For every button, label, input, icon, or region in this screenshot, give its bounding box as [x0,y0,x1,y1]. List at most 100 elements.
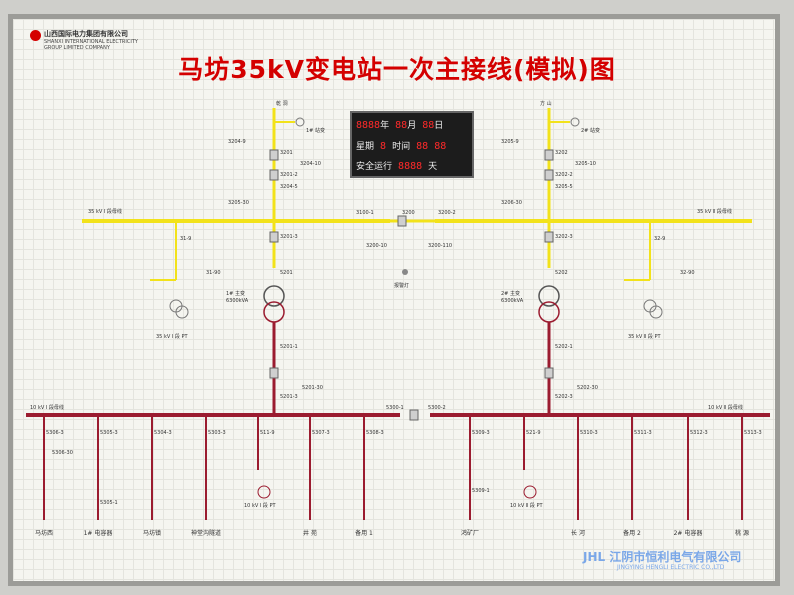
device-label: 5202-3 [555,394,573,400]
main-tx-left-name: 1# 主变 [226,291,245,297]
device-label: 5201 [280,270,293,276]
device-label: 5300-1 [386,405,404,411]
device-label: 3204-10 [300,161,321,167]
led-hour-digits: 88 [416,141,429,152]
led-year-label: 年 [380,121,390,131]
device-label: 3205-5 [555,184,573,190]
led-safe-label: 安全运行 [356,162,393,172]
bus-tie-breaker-35kv[interactable] [397,215,407,227]
breaker-3201-3[interactable] [269,231,279,243]
breaker-3201-2[interactable] [269,169,279,181]
diagram-title: 马坊35kV变电站一次主接线(模拟)图 [178,55,616,84]
led-minute-digits: 88 [434,141,447,152]
station-tx-icon-right [570,117,580,127]
pt-left35-label: 35 kV Ⅰ 段 PT [156,334,188,340]
company-name-en-1: SHANXI INTERNATIONAL ELECTRICITY [44,39,138,45]
feeder-name: 井 苑 [303,530,317,537]
led-day-digits: 88 [422,120,435,131]
feeder-name: 2# 电容器 [673,530,703,537]
feeder-name: 长 河 [571,530,585,537]
device-label: 5313-3 [744,430,762,436]
main-tx-right-name: 2# 主变 [501,291,520,297]
device-label: 5309-3 [472,430,490,436]
device-label: 5303-3 [208,430,226,436]
company-name-en-2: GROUP LIMITED COMPANY [44,45,110,51]
pt-right10-label: 10 kV Ⅱ 段 PT [510,503,543,509]
breaker-3202-2[interactable] [544,169,554,181]
breaker-3202[interactable] [544,149,554,161]
bus-10kv-2-label: 10 kV Ⅱ 段母线 [708,405,743,411]
device-label: 5310-3 [580,430,598,436]
device-label: 5202-1 [555,344,573,350]
device-label: 31-90 [206,270,221,276]
company-name-cn: 山西国际电力集团有限公司 [44,30,128,38]
breaker-5202[interactable] [544,367,554,379]
feeders-10kv-1 [43,415,365,520]
device-label: 3204-9 [228,139,246,145]
main-tx-left-cap: 6300kVA [226,298,249,304]
led-days-digits: 8888 [398,161,423,172]
device-label: 3205-10 [575,161,596,167]
feeder-name: 备用 1 [355,530,373,537]
device-label: 3202-2 [555,172,573,178]
brand-cn-text: 江阴市恒利电气有限公司 [609,550,742,564]
led-day-label: 日 [434,121,444,131]
breaker-3202-3[interactable] [544,231,554,243]
led-year-digits: 8888 [356,120,381,131]
led-month-label: 月 [407,121,417,131]
led-week-label: 星期 [356,142,375,152]
device-label: 5312-3 [690,430,708,436]
breaker-3201[interactable] [269,149,279,161]
feeder-name: 马坊西 [34,530,54,537]
led-row-safe: 安全运行 8888 天 [356,159,437,172]
led-row-date: 8888年 88月 88日 [356,118,443,131]
station-tx-right-label: 2# 站变 [581,128,600,134]
pt-icon-right10 [523,485,537,499]
pt-left10-label: 10 kV Ⅰ 段 PT [244,503,276,509]
device-label: 5304-3 [154,430,172,436]
alarm-lamp-icon [402,269,408,275]
device-label: 31-9 [180,236,192,242]
device-label: 3200-2 [438,210,456,216]
led-row-time: 星期 8 时间 88 88 [356,139,446,152]
breaker-5201[interactable] [269,367,279,379]
alarm-lamp-label: 报警灯 [394,283,410,289]
bus-10kv-1-label: 10 kV Ⅰ 段母线 [30,405,64,411]
device-label: 32-9 [654,236,666,242]
device-label: 3205-30 [228,200,249,206]
company-block: 山西国际电力集团有限公司 SHANXI INTERNATIONAL ELECTR… [44,29,138,51]
station-tx-left-label: 1# 站变 [306,128,325,134]
device-label: 521-9 [526,430,541,436]
device-label: 5202-30 [577,385,598,391]
feeder-name: 备用 2 [623,530,641,537]
company-logo-icon [30,30,41,41]
led-panel: 8888年 88月 88日 星期 8 时间 88 88 安全运行 8888 天 [350,111,474,178]
device-label: 5307-3 [312,430,330,436]
incoming-left-label: 乾 洞 [276,101,288,107]
device-label: 5201-1 [280,344,298,350]
device-label: 3200-10 [366,243,387,249]
device-label: 3202 [555,150,568,156]
main-tx-right-cap: 6300kVA [501,298,524,304]
device-label: 5201-3 [280,394,298,400]
led-month-digits: 88 [395,120,408,131]
bus-tie-breaker-10kv[interactable] [409,409,419,421]
station-tx-icon-left [295,117,305,127]
device-label: 5300-2 [428,405,446,411]
led-days-label: 天 [428,162,438,172]
pt-right35-label: 35 kV Ⅱ 段 PT [628,334,661,340]
pt-icon-left10 [257,485,271,499]
device-label: 5305-3 [100,430,118,436]
device-label: 3200 [402,210,415,216]
pt-icon-left35-b [175,305,189,319]
main-tx-left-hv-icon [263,285,285,307]
device-label: 3201 [280,150,293,156]
device-label: 3205-9 [501,139,519,145]
device-label: 511-9 [260,430,275,436]
feeders-10kv-2 [469,415,743,520]
device-label: 3201-2 [280,172,298,178]
main-tx-left-lv-icon [263,301,285,323]
brand-name-en: JINGYING HENGLI ELECTRIC CO.,LTD [617,564,725,571]
